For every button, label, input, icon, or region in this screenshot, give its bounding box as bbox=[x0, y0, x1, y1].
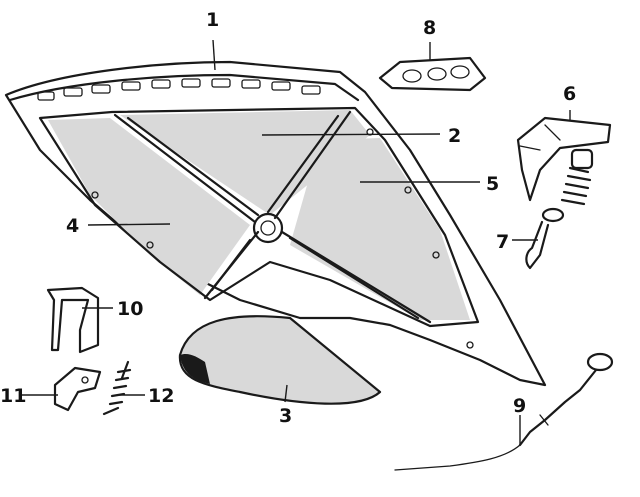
callout-2: 2 bbox=[448, 125, 461, 147]
safety-catch bbox=[46, 286, 100, 354]
hood-bolt bbox=[525, 207, 565, 270]
front-vent-holes bbox=[37, 78, 321, 101]
callout-12: 12 bbox=[148, 385, 174, 407]
leader-2 bbox=[261, 133, 441, 136]
insulation-pad bbox=[178, 315, 382, 405]
center-hub bbox=[252, 212, 284, 244]
leader-1-top bbox=[212, 39, 216, 71]
callout-1-top: 1 bbox=[206, 9, 219, 31]
callout-6: 6 bbox=[563, 83, 576, 105]
panel-fill-5 bbox=[290, 138, 470, 320]
leader-lines bbox=[22, 39, 571, 445]
hood-panel bbox=[4, 60, 547, 387]
callout-7-right: 7 bbox=[496, 231, 509, 253]
hood-inner-frame bbox=[38, 106, 480, 328]
callout-3: 3 bbox=[279, 405, 292, 427]
hood-cross-brace-inner bbox=[126, 114, 420, 320]
hood-cross-brace bbox=[113, 110, 432, 324]
release-cable bbox=[394, 352, 614, 471]
callout-11: 11 bbox=[0, 385, 26, 407]
callout-4: 4 bbox=[66, 215, 79, 237]
callout-10: 10 bbox=[117, 298, 143, 320]
callout-5: 5 bbox=[486, 173, 499, 195]
callout-labels: 1 2 3 4 5 6 7 8 9 10 11 12 bbox=[0, 9, 576, 427]
center-hub-hole bbox=[260, 220, 276, 236]
callout-8: 8 bbox=[423, 17, 436, 39]
panel-fill-2 bbox=[120, 110, 370, 215]
latch-assembly bbox=[516, 116, 612, 206]
leader-3 bbox=[284, 384, 288, 403]
hood-outline bbox=[4, 60, 547, 387]
catch-plate bbox=[53, 366, 102, 412]
frame-mount-holes bbox=[91, 128, 474, 349]
hinge-plate bbox=[378, 56, 487, 92]
leader-4 bbox=[87, 223, 171, 226]
callout-9: 9 bbox=[513, 395, 526, 417]
catch-spring bbox=[102, 360, 132, 416]
panel-fill-4 bbox=[48, 118, 250, 295]
